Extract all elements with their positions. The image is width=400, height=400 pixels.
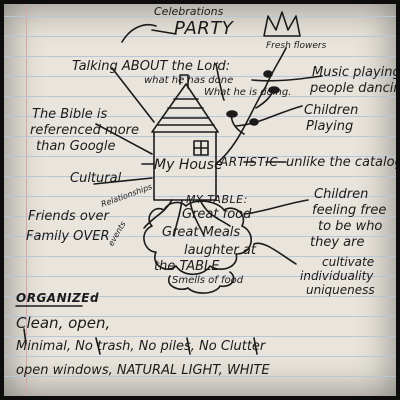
children-free-line-2: feeling free: [312, 203, 387, 218]
bible-line-3: than Google: [36, 139, 116, 154]
my-table-label: MY TABLE:: [186, 193, 248, 206]
children-playing-line-1: Children: [304, 103, 359, 118]
music-playing-label: Music playing: [312, 65, 396, 80]
children-free-line-4: they are: [310, 235, 365, 250]
ruled-line: [4, 36, 396, 37]
my-house-label: My House: [154, 157, 223, 173]
laughter-at-label: laughter at: [184, 243, 256, 258]
ruled-line: [4, 356, 396, 357]
organized-line-3: open windows, NATURAL LIGHT, WHITE: [16, 363, 270, 378]
people-dancing-label: people dancing: [310, 81, 396, 96]
organized-line-1: Clean, open,: [16, 314, 111, 332]
ruled-line: [4, 176, 396, 177]
unlike-catalog-label: unlike the catalog: [286, 155, 396, 170]
cloud-outline: [143, 200, 252, 276]
ruled-line: [4, 296, 396, 297]
ruled-line: [4, 256, 396, 257]
cultivate-line-1: cultivate: [322, 255, 375, 269]
organized-heading: ORGANIZEd: [16, 291, 100, 305]
ruled-line: [4, 16, 396, 17]
ruled-line: [4, 316, 396, 317]
celebrations-label: Celebrations: [154, 5, 224, 18]
children-playing-line-2: Playing: [306, 119, 354, 134]
tree-roots: [143, 199, 231, 237]
ruled-line: [4, 56, 396, 57]
ruled-line: [4, 236, 396, 237]
ruled-line: [4, 156, 396, 157]
friends-over-label: Friends over: [28, 209, 109, 224]
ruled-line: [4, 276, 396, 277]
ruled-line: [4, 336, 396, 337]
family-over-label: Family OVER: [26, 229, 110, 244]
tree-branch: [215, 47, 287, 165]
the-table-label: the TABLE.: [154, 259, 224, 274]
talking-label: Talking ABOUT the Lord:: [72, 59, 231, 74]
organized-line-2: Minimal, No trash, No piles, No Clutter: [16, 339, 266, 354]
what-he-is-doing-label: What he is doing.: [204, 87, 292, 98]
ruled-line: [4, 96, 396, 97]
ruled-line: [4, 136, 396, 137]
cultural-label: Cultural: [70, 171, 122, 186]
fresh-flowers-label: Fresh flowers: [266, 41, 327, 51]
cultivate-line-3: uniqueness: [306, 283, 375, 297]
margin-line: [26, 4, 27, 396]
mind-map-drawing: [15, 11, 323, 355]
artistic-label: ARTISTIC: [220, 155, 279, 169]
great-meals-label: Great Meals: [162, 225, 241, 240]
children-free-line-3: to be who: [318, 219, 383, 234]
what-he-has-done-label: what he has done: [144, 75, 234, 86]
ruled-line: [4, 76, 396, 77]
party-label: PARTY: [174, 18, 234, 39]
children-free-line-1: Children: [314, 187, 369, 202]
ruled-line: [4, 216, 396, 217]
house-walls: [153, 131, 217, 201]
crown: [263, 11, 301, 37]
ruled-line: [4, 376, 396, 377]
notebook-page: Celebrations PARTY Fresh flowers Talking…: [4, 4, 396, 396]
great-food-label: Great food: [182, 207, 252, 222]
bible-line-1: The Bible is: [32, 107, 108, 122]
ruled-line: [4, 196, 396, 197]
cultivate-line-2: individuality: [300, 269, 374, 283]
ruled-line: [4, 116, 396, 117]
bible-line-2: referenced more: [30, 123, 139, 138]
smells-of-food-label: Smells of food: [172, 275, 244, 286]
cloud-bottom: [167, 271, 235, 294]
